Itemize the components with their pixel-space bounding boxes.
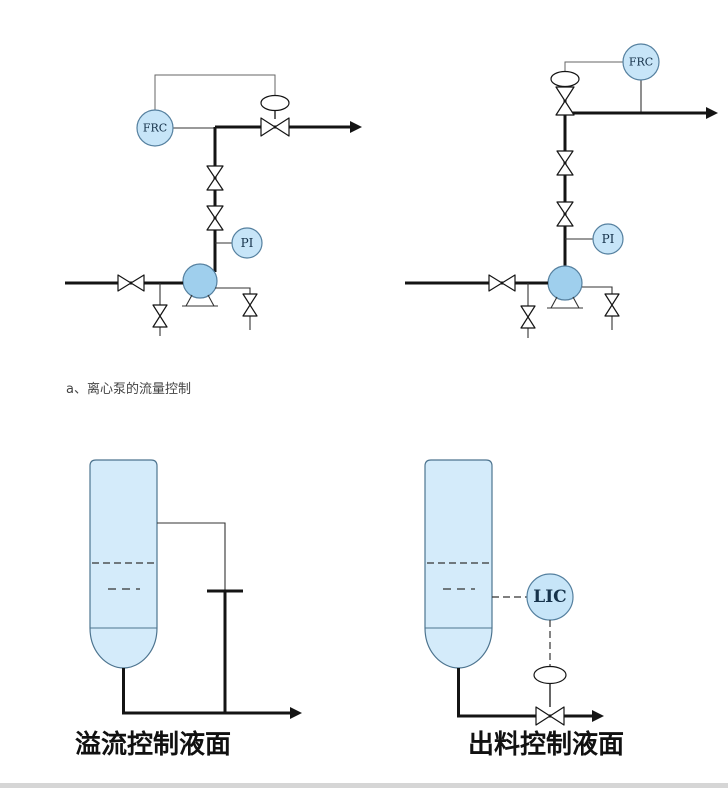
valve-actuator-icon (260, 94, 290, 112)
diagram-caption: 溢流控制液面 (75, 730, 231, 760)
overflow-line (157, 522, 226, 590)
vessel (89, 459, 158, 669)
vessel (424, 459, 493, 669)
pump-base (547, 296, 583, 309)
bottom-border (0, 783, 728, 788)
frc-instrument-bubble (622, 43, 660, 81)
pi-label: PI (602, 232, 615, 246)
outlet-pipe (122, 668, 290, 715)
drain-valve-icon (520, 305, 536, 329)
flow-arrow (290, 707, 302, 719)
pump-flow-control-right-scheme: FRC PI (405, 43, 718, 338)
flow-arrow (350, 121, 362, 133)
gate-valve-icon (556, 150, 574, 176)
signal-line (564, 61, 623, 72)
gate-valve-icon (117, 274, 145, 292)
pump-base (182, 294, 218, 307)
valve-actuator-icon (533, 665, 567, 685)
discharge-level-control-scheme: LIC 出料控制液面 (424, 459, 624, 760)
gate-valve-icon (206, 205, 224, 231)
pi-instrument-bubble (231, 227, 263, 259)
frc-label: FRC (143, 122, 167, 135)
drain-valve-icon (152, 304, 168, 328)
control-valve-icon (535, 706, 565, 726)
outlet-pipe (457, 668, 592, 718)
signal-line (154, 74, 276, 110)
overflow-level-control-scheme: 溢流控制液面 (75, 459, 302, 760)
pi-instrument-bubble (592, 223, 624, 255)
pump-icon (182, 263, 218, 299)
drain-valve-icon (604, 293, 620, 317)
section-caption: a、离心泵的流量控制 (66, 381, 191, 397)
frc-instrument-bubble (136, 109, 174, 147)
flow-arrow (592, 710, 604, 722)
control-valve-icon (555, 86, 575, 116)
frc-label: FRC (629, 56, 653, 69)
diagram-caption: 出料控制液面 (468, 730, 624, 760)
gate-valve-icon (206, 165, 224, 191)
gate-valve-icon (488, 274, 516, 292)
valve-actuator-icon (550, 70, 580, 88)
flow-arrow (706, 107, 718, 119)
control-valve-icon (260, 117, 290, 137)
pi-label: PI (241, 236, 254, 250)
gate-valve-icon (556, 201, 574, 227)
lic-label: LIC (533, 587, 566, 607)
pump-flow-control-left-scheme: FRC PI (65, 74, 362, 336)
pump-icon (547, 265, 583, 301)
drain-valve-icon (242, 293, 258, 317)
